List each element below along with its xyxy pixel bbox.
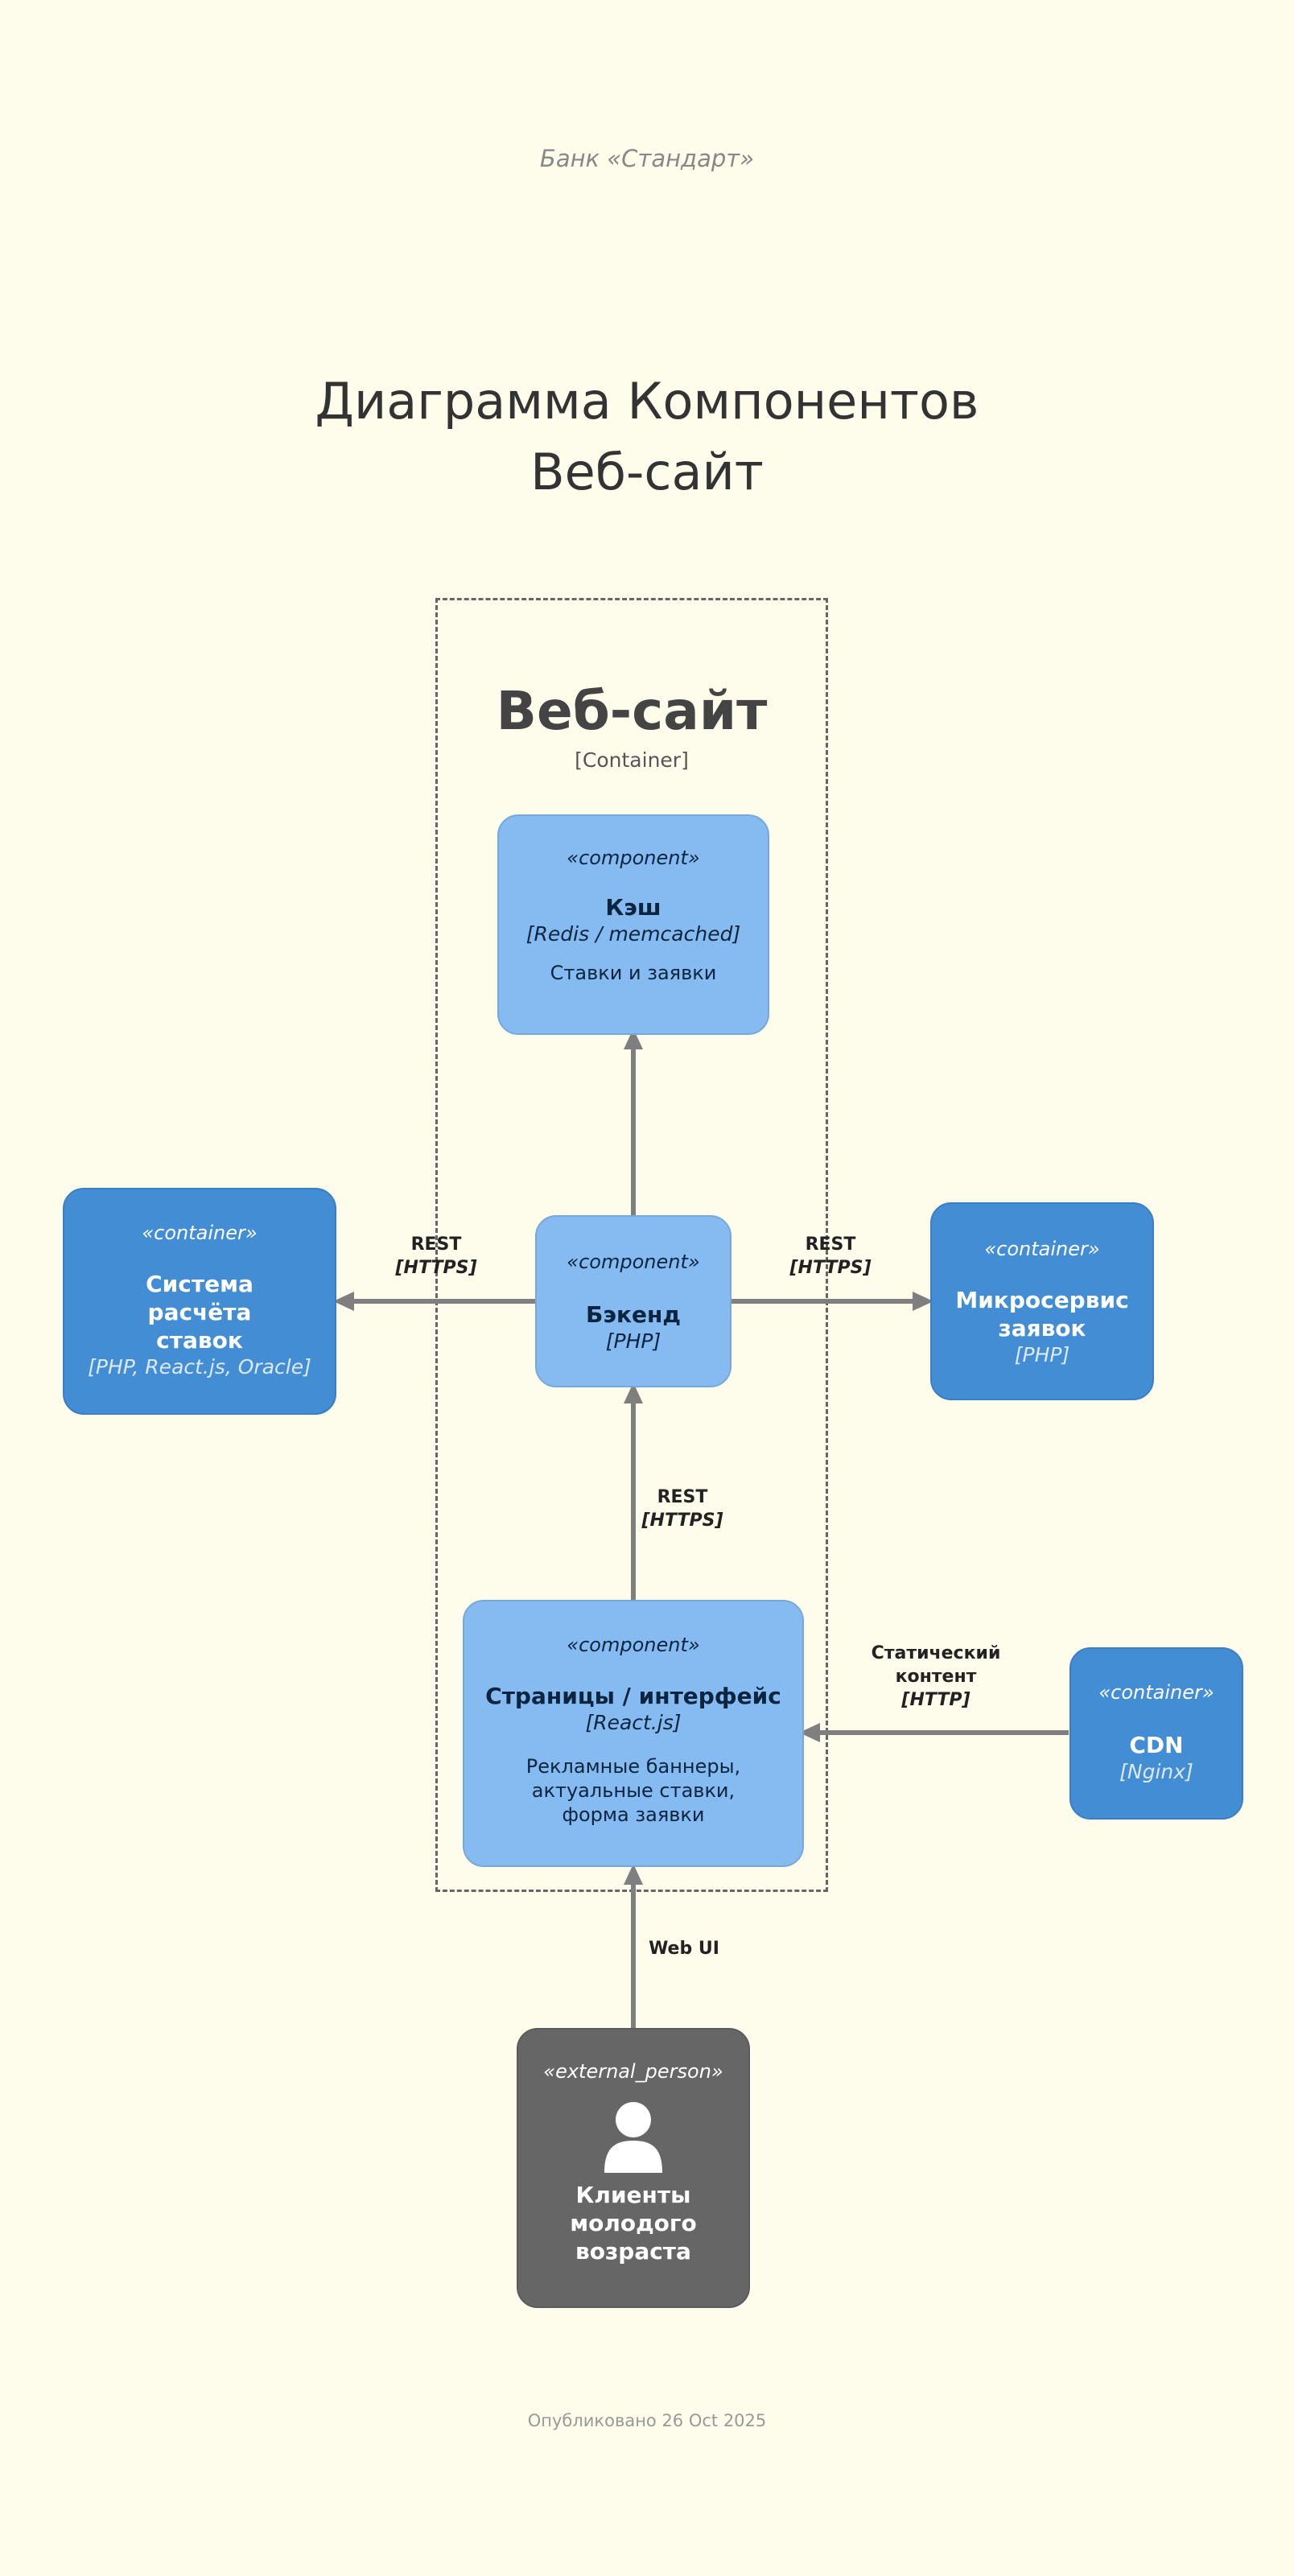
relation-label-text: REST [410, 1234, 462, 1255]
cache-stereotype: «component» [567, 847, 700, 869]
backend-stereotype: «component» [567, 1251, 700, 1273]
published-date: Опубликовано 26 Oct 2025 [527, 2411, 767, 2430]
relation-label-text: REST [805, 1234, 856, 1255]
cdn-stereotype: «container» [1098, 1681, 1214, 1704]
cdn-name: CDN [1129, 1732, 1184, 1758]
relation-label-backend-rates: REST [HTTPS] [372, 1233, 501, 1280]
relation-label-text: REST [657, 1487, 708, 1507]
microservice-name-line: заявок [998, 1315, 1086, 1342]
pages-stereotype: «component» [567, 1634, 700, 1656]
rates-system-tech: [PHP, React.js, Oracle] [88, 1355, 311, 1379]
rates-system-stereotype: «container» [142, 1222, 258, 1244]
pages-description-line: форма заявки [562, 1803, 705, 1826]
relation-label-backend-micro: REST [HTTPS] [766, 1233, 895, 1280]
diagram-title-line2: Веб-сайт [530, 443, 764, 501]
microservice-name-line: Микросервис [955, 1287, 1129, 1313]
node-cdn[interactable]: «container» CDN [Nginx] [1069, 1647, 1243, 1820]
node-rates-system[interactable]: «container» Система расчёта ставок [PHP,… [63, 1188, 336, 1415]
node-microservice[interactable]: «container» Микросервис заявок [PHP] [930, 1202, 1154, 1400]
arrowhead-backend [624, 1383, 643, 1403]
relation-label-text: контент [895, 1667, 977, 1687]
rates-system-name-line: Система [146, 1271, 253, 1297]
rates-system-name-line: ставок [156, 1327, 243, 1354]
relation-label-cdn-pages: Статический контент [HTTP] [855, 1642, 1016, 1712]
node-clients[interactable]: «external_person» Клиенты молодого возра… [517, 2028, 750, 2308]
arrowhead-pages-from-clients [624, 1864, 643, 1885]
pages-description-line: актуальные ставки, [531, 1779, 736, 1802]
cdn-tech: [Nginx] [1119, 1760, 1193, 1783]
pages-description-line: Рекламные баннеры, [525, 1755, 741, 1778]
person-icon [604, 2102, 662, 2173]
pages-tech: [React.js] [585, 1711, 682, 1734]
pages-description: Рекламные баннеры, актуальные ставки, фо… [526, 1754, 740, 1827]
relation-label-tech: [HTTPS] [395, 1258, 477, 1278]
arrowhead-micro [913, 1292, 933, 1311]
backend-name: Бэкенд [586, 1301, 681, 1328]
relation-label-tech: [HTTP] [901, 1690, 970, 1710]
pages-name: Страницы / интерфейс [485, 1683, 781, 1709]
rates-system-name: Система расчёта ставок [146, 1270, 253, 1354]
arrowhead-pages-from-cdn [799, 1723, 820, 1742]
rates-system-name-line: расчёта [147, 1299, 252, 1325]
relation-label-tech: [HTTPS] [641, 1511, 723, 1531]
arrowhead-cache [624, 1028, 643, 1049]
clients-name: Клиенты молодого возраста [570, 2181, 697, 2265]
diagram-title-line1: Диаграмма Компонентов [315, 372, 979, 431]
relation-label-tech: [HTTPS] [789, 1258, 872, 1278]
clients-name-line: возраста [575, 2238, 691, 2265]
cache-name: Кэш [605, 894, 661, 921]
microservice-stereotype: «container» [984, 1238, 1100, 1260]
cache-description: Ставки и заявки [550, 962, 717, 984]
node-backend[interactable]: «component» Бэкенд [PHP] [535, 1215, 731, 1387]
relation-label-pages-backend: REST [HTTPS] [618, 1486, 747, 1532]
microservice-name: Микросервис заявок [955, 1286, 1128, 1342]
relation-label-text: Статический [871, 1643, 1001, 1663]
diagram-title: Диаграмма Компонентов Веб-сайт [0, 366, 1294, 508]
boundary-type: [Container] [575, 748, 689, 772]
backend-tech: [PHP] [605, 1329, 661, 1353]
arrowhead-rates [333, 1292, 354, 1311]
relation-label-clients-pages: Web UI [636, 1937, 732, 1960]
clients-name-line: Клиенты [575, 2182, 691, 2208]
clients-stereotype: «external_person» [543, 2060, 723, 2083]
relation-label-text: Web UI [649, 1939, 719, 1959]
organization-name: Банк «Стандарт» [539, 145, 755, 172]
microservice-tech: [PHP] [1014, 1343, 1070, 1366]
clients-name-line: молодого [570, 2210, 697, 2236]
node-cache[interactable]: «component» Кэш [Redis / memcached] Став… [497, 814, 769, 1035]
node-pages[interactable]: «component» Страницы / интерфейс [React.… [463, 1600, 804, 1867]
cache-tech: [Redis / memcached] [525, 922, 741, 946]
boundary-title: Веб-сайт [496, 680, 768, 742]
